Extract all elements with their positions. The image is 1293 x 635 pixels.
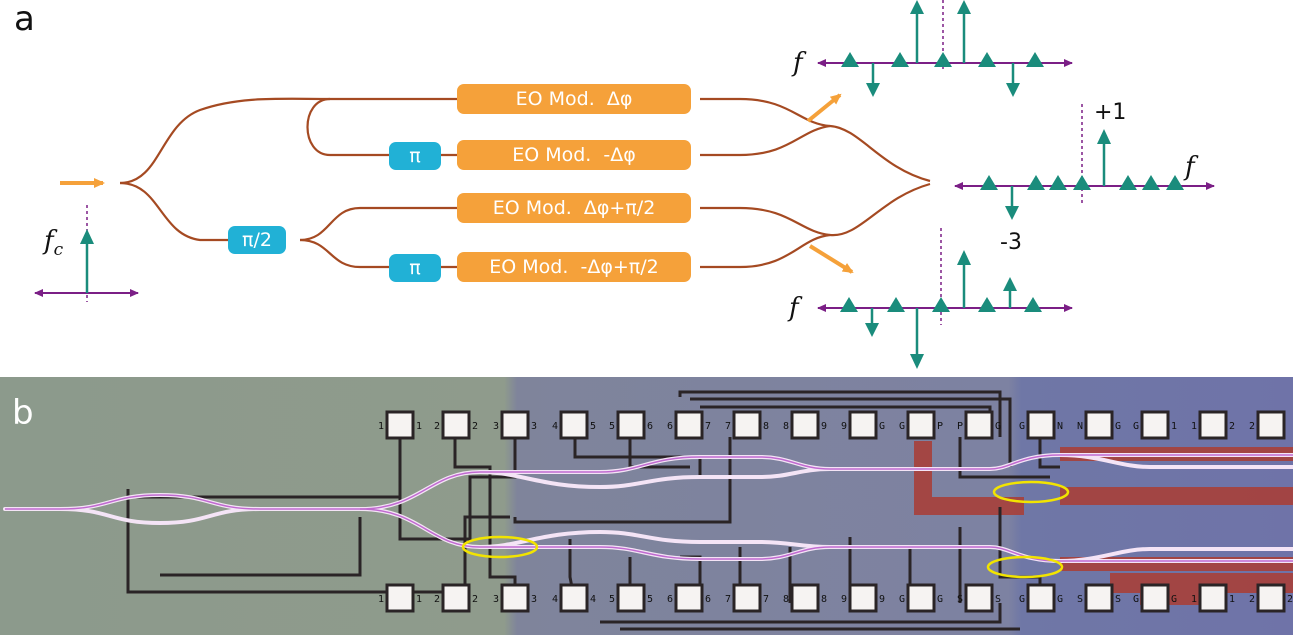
bottom-pad-label-31: 2 xyxy=(1287,594,1293,605)
bottom-pad-label-17: 9 xyxy=(879,594,885,605)
eo-modulator-3: EO Mod. Δφ+π/2 xyxy=(457,193,691,223)
top-pad-label-28: 1 xyxy=(1191,421,1197,432)
phase-shifter-pi-lower: π xyxy=(389,254,441,282)
top-pad-label-26: G xyxy=(1133,421,1139,432)
bottom-pad-label-26: G xyxy=(1133,594,1139,605)
top-pad-label-18: G xyxy=(899,421,905,432)
middle-frequency-label: f xyxy=(1185,152,1195,182)
bottom-pad-label-4: 3 xyxy=(493,594,499,605)
output-arrow-upper xyxy=(808,95,840,121)
bottom-pad-label-20: S xyxy=(957,594,963,605)
bottom-pad-label-24: S xyxy=(1077,594,1083,605)
bottom-pad-label-6: 4 xyxy=(552,594,558,605)
top-pad-label-30: 2 xyxy=(1249,421,1255,432)
top-pad-label-7: 5 xyxy=(590,421,596,432)
plus-one-label: +1 xyxy=(1094,100,1126,125)
top-pad-label-24: N xyxy=(1077,421,1083,432)
bottom-pad-label-18: G xyxy=(899,594,905,605)
eo-modulator-1: EO Mod. Δφ xyxy=(457,84,691,114)
top-pad-label-3: 2 xyxy=(472,421,478,432)
top-pad-label-10: 6 xyxy=(667,421,673,432)
bottom-pad-label-2: 2 xyxy=(434,594,440,605)
phase-shifter-pi-half: π/2 xyxy=(228,226,286,254)
top-pad-label-11: 7 xyxy=(705,421,711,432)
bottom-pad-label-22: G xyxy=(1019,594,1025,605)
panel-a-label: a xyxy=(14,2,35,36)
bottom-pad-label-23: G xyxy=(1057,594,1063,605)
bottom-pad-label-10: 6 xyxy=(667,594,673,605)
spectrum-upper xyxy=(818,0,1072,97)
top-pad-label-5: 3 xyxy=(531,421,537,432)
bottom-pad-label-8: 5 xyxy=(609,594,615,605)
bottom-pad-label-27: G xyxy=(1171,594,1177,605)
bottom-pad-label-25: S xyxy=(1115,594,1121,605)
top-pad-label-20: P xyxy=(957,421,963,432)
bottom-pad-label-29: 1 xyxy=(1229,594,1235,605)
top-pad-label-23: N xyxy=(1057,421,1063,432)
phase-shifter-pi-upper: π xyxy=(389,142,441,170)
bottom-pad-label-5: 3 xyxy=(531,594,537,605)
output-arrow-lower xyxy=(810,246,852,272)
minus-three-label: -3 xyxy=(1000,230,1022,255)
top-pad-label-17: G xyxy=(879,421,885,432)
top-pad-label-29: 2 xyxy=(1229,421,1235,432)
bottom-pad-label-11: 6 xyxy=(705,594,711,605)
top-pad-label-4: 3 xyxy=(493,421,499,432)
bottom-pad-label-15: 8 xyxy=(821,594,827,605)
bottom-pad-label-19: G xyxy=(937,594,943,605)
eo-modulator-4: EO Mod. -Δφ+π/2 xyxy=(457,252,691,282)
bottom-pad-label-13: 7 xyxy=(763,594,769,605)
spectrum-middle xyxy=(955,104,1214,220)
top-pad-label-8: 5 xyxy=(609,421,615,432)
top-pad-label-13: 8 xyxy=(763,421,769,432)
top-pad-label-15: 9 xyxy=(821,421,827,432)
bottom-pad-label-12: 7 xyxy=(725,594,731,605)
top-pad-label-2: 2 xyxy=(434,421,440,432)
bottom-pad-label-1: 1 xyxy=(416,594,422,605)
spectrum-lower xyxy=(818,228,1072,369)
bottom-pad-label-28: 1 xyxy=(1191,594,1197,605)
bottom-pad-label-14: 8 xyxy=(783,594,789,605)
upper-frequency-label: f xyxy=(793,48,803,78)
bottom-pad-label-9: 5 xyxy=(647,594,653,605)
top-pad-label-19: P xyxy=(937,421,943,432)
top-pad-label-12: 7 xyxy=(725,421,731,432)
top-pad-label-22: G xyxy=(1019,421,1025,432)
bottom-pad-label-0: 1 xyxy=(378,594,384,605)
top-pad-label-27: 1 xyxy=(1171,421,1177,432)
input-frequency-label: fc xyxy=(44,226,63,260)
top-pad-label-0: 1 xyxy=(378,421,384,432)
lower-frequency-label: f xyxy=(789,293,799,323)
top-pad-label-25: G xyxy=(1115,421,1121,432)
bottom-pad-label-7: 4 xyxy=(590,594,596,605)
bottom-pad-label-21: S xyxy=(995,594,1001,605)
top-pad-label-9: 6 xyxy=(647,421,653,432)
top-pad-label-21: G xyxy=(995,421,1001,432)
bottom-pad-label-30: 2 xyxy=(1249,594,1255,605)
bottom-pad-label-3: 2 xyxy=(472,594,478,605)
top-pad-label-14: 8 xyxy=(783,421,789,432)
top-pad-label-16: 9 xyxy=(841,421,847,432)
panel-b-label: b xyxy=(12,396,34,430)
top-pad-label-6: 4 xyxy=(552,421,558,432)
bottom-pad-label-16: 9 xyxy=(841,594,847,605)
eo-modulator-2: EO Mod. -Δφ xyxy=(457,140,691,170)
top-pad-label-1: 1 xyxy=(416,421,422,432)
